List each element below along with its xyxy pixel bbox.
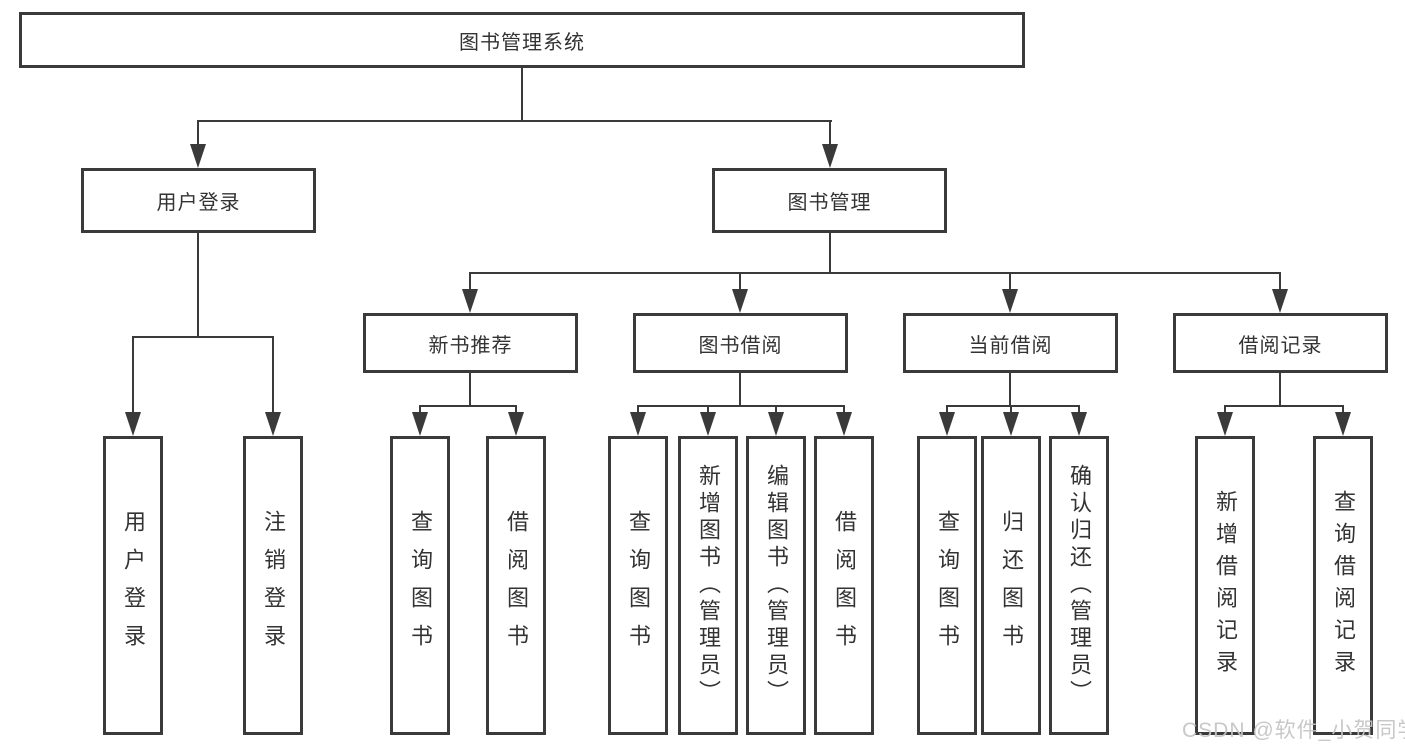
node-label: 查询图书 [935, 509, 960, 662]
arrowhead-down-icon [768, 412, 784, 436]
leaf-query-books-recommend: 查询图书 [390, 436, 450, 735]
connector-line [739, 373, 741, 405]
connector-line [197, 233, 199, 336]
node-label: 借阅记录 [1238, 334, 1323, 357]
arrowhead-down-icon [732, 289, 748, 313]
node-label: 查询图书 [626, 509, 651, 662]
connector-line [419, 405, 421, 416]
arrowhead-down-icon [1217, 412, 1233, 436]
leaf-user-login: 用户登录 [103, 436, 163, 735]
connector-line [1342, 405, 1344, 416]
arrowhead-down-icon [1003, 412, 1019, 436]
node-label: 图书管理系统 [459, 31, 585, 54]
leaf-borrow-books-borrow: 借阅图书 [814, 436, 874, 735]
connector-line [739, 272, 741, 292]
arrowhead-down-icon [190, 144, 206, 168]
leaf-add-borrow-record: 新增借阅记录 [1195, 436, 1255, 735]
connector-line [1279, 373, 1281, 405]
connector-line [1224, 405, 1226, 416]
connector-line [946, 405, 1080, 407]
arrowhead-down-icon [1071, 412, 1087, 436]
connector-line [1010, 405, 1012, 416]
node-label: 查询图书 [408, 509, 433, 662]
node-label: 借阅图书 [504, 509, 529, 662]
connector-line [843, 405, 845, 416]
arrowhead-down-icon [700, 412, 716, 436]
connector-line [946, 405, 948, 416]
node-label: 新增图书（管理员） [696, 464, 721, 707]
connector-line [469, 272, 1281, 274]
arrowhead-down-icon [265, 412, 281, 436]
connector-line [707, 405, 709, 416]
node-label: 用户登录 [121, 509, 146, 662]
arrowhead-down-icon [630, 412, 646, 436]
connector-line [1224, 405, 1344, 407]
connector-line [1078, 405, 1080, 416]
connector-line [1009, 272, 1011, 292]
connector-line [469, 272, 471, 292]
node-label: 新书推荐 [428, 334, 513, 357]
connector-line [829, 120, 831, 148]
node-label: 图书管理 [787, 192, 872, 214]
connector-line [775, 405, 777, 416]
node-library-system: 图书管理系统 [19, 12, 1025, 68]
leaf-confirm-return-admin: 确认归还（管理员） [1049, 436, 1109, 735]
arrowhead-down-icon [412, 412, 428, 436]
node-new-book-recommend: 新书推荐 [363, 313, 578, 373]
arrowhead-down-icon [1002, 289, 1018, 313]
arrowhead-down-icon [836, 412, 852, 436]
node-label: 查询借阅记录 [1331, 489, 1356, 682]
node-label: 新增借阅记录 [1213, 489, 1238, 682]
arrowhead-down-icon [939, 412, 955, 436]
connector-line [197, 120, 199, 148]
csdn-watermark: CSDN @软件_小贺同学 [1182, 719, 1405, 742]
connector-line [637, 405, 639, 416]
node-label: 图书借阅 [698, 334, 783, 357]
connector-line [637, 405, 845, 407]
node-user-login: 用户登录 [81, 168, 316, 233]
connector-line [521, 68, 523, 120]
leaf-edit-books-admin: 编辑图书（管理员） [746, 436, 806, 735]
leaf-return-books: 归还图书 [981, 436, 1041, 735]
leaf-query-borrow-record: 查询借阅记录 [1313, 436, 1373, 735]
node-label: 确认归还（管理员） [1067, 464, 1092, 707]
node-borrow-records: 借阅记录 [1173, 313, 1388, 373]
connector-line [1009, 373, 1011, 405]
node-book-borrow: 图书借阅 [633, 313, 848, 373]
leaf-add-books-admin: 新增图书（管理员） [678, 436, 738, 735]
arrowhead-down-icon [822, 144, 838, 168]
connector-line [132, 336, 134, 416]
connector-line [1279, 272, 1281, 292]
connector-line [469, 373, 471, 405]
node-label: 当前借阅 [968, 334, 1053, 357]
leaf-borrow-books-recommend: 借阅图书 [486, 436, 546, 735]
leaf-query-books-borrow: 查询图书 [608, 436, 668, 735]
arrowhead-down-icon [1335, 412, 1351, 436]
connector-line [197, 120, 832, 122]
arrowhead-down-icon [125, 412, 141, 436]
node-label: 注销登录 [261, 509, 286, 662]
connector-line [132, 336, 274, 338]
arrowhead-down-icon [1272, 289, 1288, 313]
node-current-borrow: 当前借阅 [903, 313, 1118, 373]
node-book-management: 图书管理 [712, 168, 947, 233]
node-label: 归还图书 [999, 509, 1024, 662]
node-label: 编辑图书（管理员） [764, 464, 789, 707]
leaf-query-books-current: 查询图书 [917, 436, 977, 735]
arrowhead-down-icon [462, 289, 478, 313]
node-label: 借阅图书 [832, 509, 857, 662]
connector-line [515, 405, 517, 416]
connector-line [272, 336, 274, 416]
node-label: 用户登录 [156, 192, 241, 214]
connector-line [829, 233, 831, 272]
connector-line [419, 405, 517, 407]
leaf-logout-login: 注销登录 [243, 436, 303, 735]
arrowhead-down-icon [508, 412, 524, 436]
